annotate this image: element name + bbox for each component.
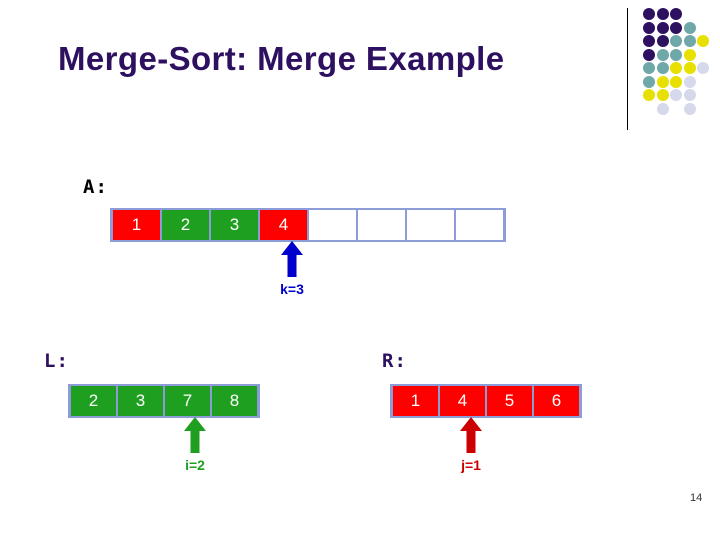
arrow-shaft: [466, 428, 476, 453]
logo-dot-purple: [656, 8, 669, 20]
arrow-up-icon: [460, 417, 482, 431]
logo-dot-yellow: [697, 35, 709, 47]
logo-dot-teal: [670, 35, 682, 47]
logo-dot-purple: [643, 8, 655, 20]
logo-dot-teal: [643, 62, 655, 74]
array-r-cell-2: 5: [487, 386, 532, 416]
logo-dot-lavender: [683, 89, 696, 101]
array-l-cell-2: 7: [165, 386, 210, 416]
logo-dot-yellow: [656, 75, 669, 88]
pointer-i-label: i=2: [185, 457, 205, 473]
logo-dot-teal: [656, 48, 669, 61]
arrow-shaft: [190, 428, 200, 453]
logo-dot-lavender: [697, 62, 709, 74]
array-l-cell-0: 2: [71, 386, 116, 416]
dot-grid-logo: [643, 8, 715, 123]
arrow-up-icon: [184, 417, 206, 431]
page-title: Merge-Sort: Merge Example: [58, 40, 505, 77]
logo-dot-purple: [643, 48, 655, 61]
array-r-cell-0: 1: [393, 386, 438, 416]
array-label-r: R:: [382, 350, 407, 372]
array-r-cell-1: 4: [440, 386, 485, 416]
logo-dot-yellow: [683, 62, 696, 74]
logo-divider-rule: [627, 8, 628, 130]
arrow-shaft: [287, 252, 297, 277]
page-number: 14: [690, 492, 703, 504]
logo-dot-teal: [683, 21, 696, 34]
logo-dot-purple: [656, 21, 669, 34]
array-a-cell-6: [407, 210, 454, 240]
logo-dot-purple: [643, 35, 655, 47]
logo-dot-yellow: [670, 62, 682, 74]
array-label-a: A:: [83, 176, 108, 198]
array-r-cell-3: 6: [534, 386, 579, 416]
pointer-k-label: k=3: [280, 281, 304, 297]
array-l-cell-1: 3: [118, 386, 163, 416]
logo-dot-yellow: [643, 89, 655, 101]
logo-dot-teal: [670, 48, 682, 61]
logo-dot-lavender: [656, 102, 669, 115]
array-a-cell-4: [309, 210, 356, 240]
array-a-cell-2: 3: [211, 210, 258, 240]
pointer-j-label: j=1: [461, 457, 481, 473]
logo-dot-yellow: [656, 89, 669, 101]
logo-dot-teal: [656, 62, 669, 74]
array-a-cell-5: [358, 210, 405, 240]
array-a-cell-1: 2: [162, 210, 209, 240]
logo-dot-yellow: [683, 48, 696, 61]
array-a-cell-0: 1: [113, 210, 160, 240]
logo-dot-purple: [670, 21, 682, 34]
logo-dot-purple: [670, 8, 682, 20]
array-label-l: L:: [44, 350, 69, 372]
logo-dot-lavender: [683, 102, 696, 115]
logo-dot-lavender: [683, 75, 696, 88]
array-a-cell-7: [456, 210, 503, 240]
logo-dot-teal: [643, 75, 655, 88]
logo-dot-teal: [683, 35, 696, 47]
logo-dot-purple: [656, 35, 669, 47]
logo-dot-purple: [643, 21, 655, 34]
logo-dot-lavender: [670, 89, 682, 101]
logo-dot-yellow: [670, 75, 682, 88]
array-l-cell-3: 8: [212, 386, 257, 416]
array-a-cell-3: 4: [260, 210, 307, 240]
arrow-up-icon: [281, 241, 303, 255]
